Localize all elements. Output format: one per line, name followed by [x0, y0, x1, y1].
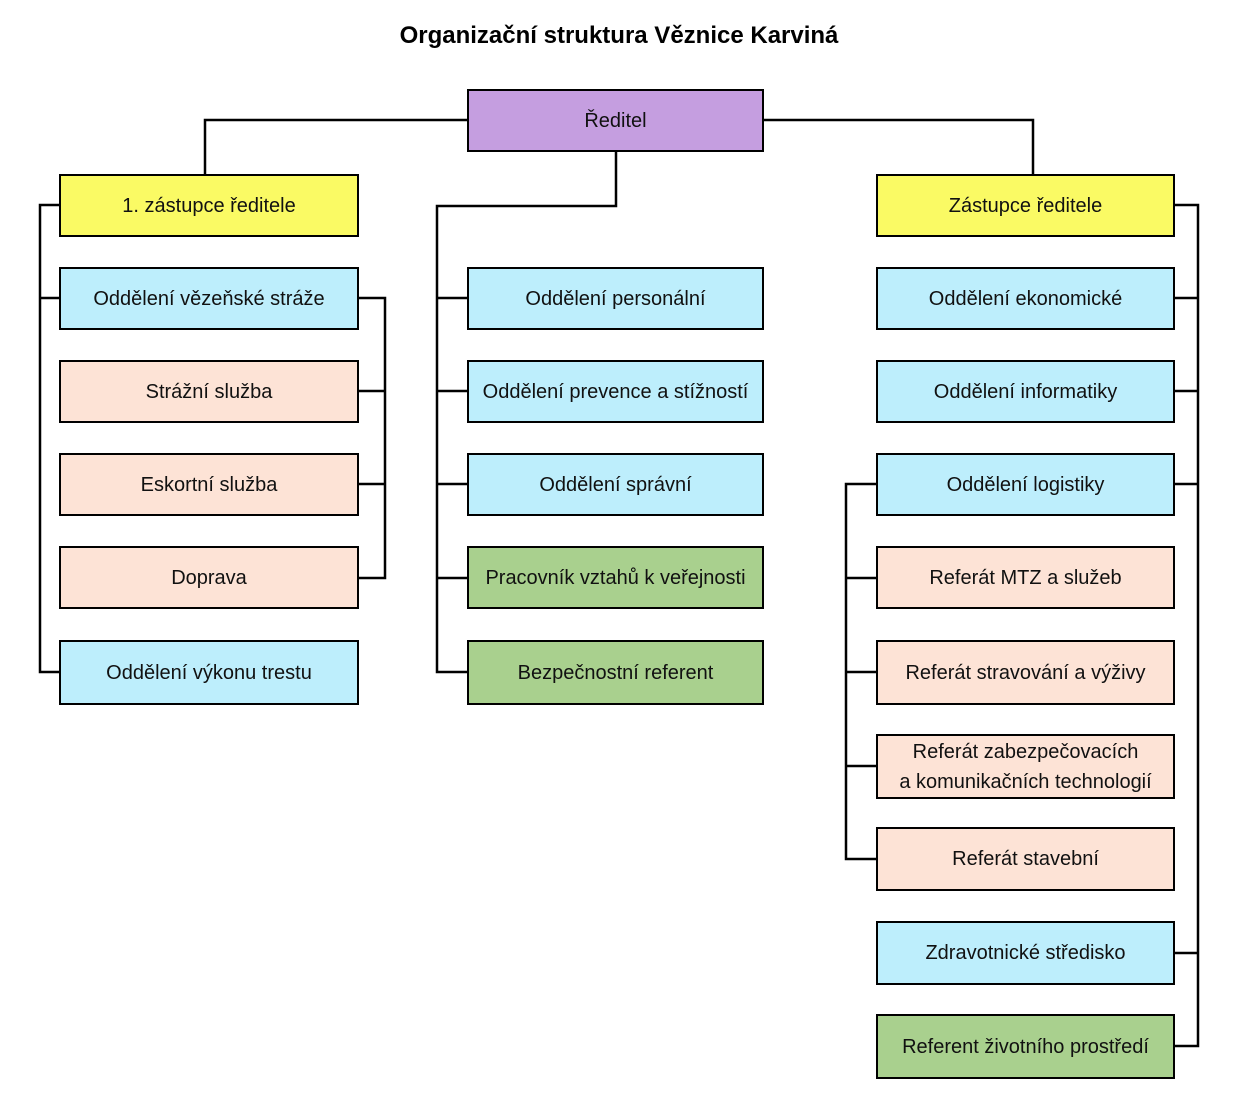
- node-medical-center: Zdravotnické středisko: [876, 921, 1175, 985]
- node-escort-service: Eskortní služba: [59, 453, 359, 516]
- connector-director-first-deputy: [203, 118, 467, 175]
- node-catering-unit: Referát stravování a výživy: [876, 640, 1175, 705]
- connector-director-deputy: [764, 118, 1035, 175]
- node-mtz-unit: Referát MTZ a služeb: [876, 546, 1175, 609]
- node-pr-officer: Pracovník vztahů k veřejnosti: [467, 546, 764, 609]
- node-logistics-department: Oddělení logistiky: [876, 453, 1175, 516]
- node-personnel-department: Oddělení personální: [467, 267, 764, 330]
- node-guard-service: Strážní služba: [59, 360, 359, 423]
- node-construction-unit: Referát stavební: [876, 827, 1175, 891]
- chart-title: Organizační struktura Věznice Karviná: [399, 22, 839, 49]
- node-guard-department: Oddělení vězeňské stráže: [59, 267, 359, 330]
- node-environment-officer: Referent životního prostředí: [876, 1014, 1175, 1079]
- node-security-tech-unit: Referát zabezpečovacích a komunikačních …: [876, 734, 1175, 799]
- node-prevention-department: Oddělení prevence a stížností: [467, 360, 764, 423]
- node-transport: Doprava: [59, 546, 359, 609]
- node-it-department: Oddělení informatiky: [876, 360, 1175, 423]
- node-director: Ředitel: [467, 89, 764, 152]
- node-deputy: Zástupce ředitele: [876, 174, 1175, 237]
- node-economic-department: Oddělení ekonomické: [876, 267, 1175, 330]
- connector-guard-trunk: [358, 296, 387, 580]
- connector-director-center: [435, 152, 618, 674]
- node-security-tech-unit-line1: Referát zabezpečovacích: [912, 740, 1139, 763]
- connector-deputy-trunk: [1175, 203, 1200, 1048]
- node-execution-department: Oddělení výkonu trestu: [59, 640, 359, 705]
- connector-first-deputy-trunk: [38, 203, 59, 674]
- node-admin-department: Oddělení správní: [467, 453, 764, 516]
- node-first-deputy: 1. zástupce ředitele: [59, 174, 359, 237]
- node-security-officer: Bezpečnostní referent: [467, 640, 764, 705]
- node-security-tech-unit-line2: a komunikačních technologií: [899, 770, 1152, 793]
